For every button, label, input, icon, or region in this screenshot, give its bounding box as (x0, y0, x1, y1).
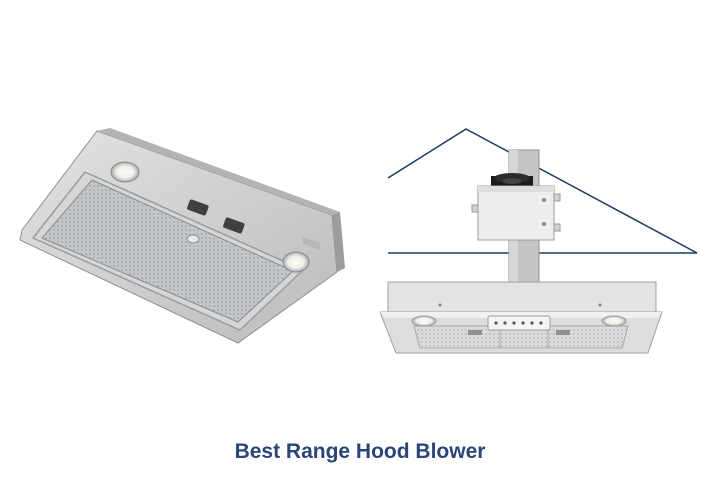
lamp-icon (601, 315, 627, 327)
lamp-icon (110, 161, 140, 183)
lamp-icon (411, 315, 437, 327)
blower-motor (491, 173, 533, 188)
control-panel-icon (487, 315, 551, 331)
hood-insert-photo (19, 128, 345, 344)
blower-housing (477, 185, 555, 241)
lamp-icon (282, 251, 310, 273)
control-button-icon (187, 199, 209, 216)
control-button-icon (223, 217, 245, 234)
roof-outline (387, 128, 698, 254)
page-caption: Best Range Hood Blower (234, 440, 486, 463)
hood-insert-front (379, 281, 663, 354)
ceiling-blower-diagram (379, 128, 698, 354)
